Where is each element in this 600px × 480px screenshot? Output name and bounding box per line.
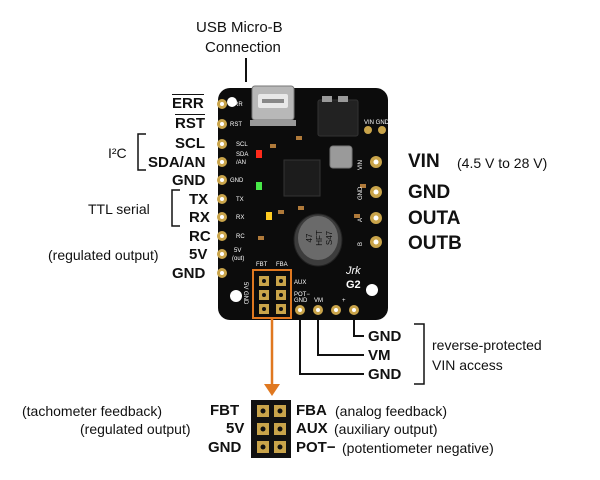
note-tachometer-feedback: (tachometer feedback) (22, 403, 163, 419)
pin-label-vin: VIN (408, 151, 440, 172)
bottom-row-pins (295, 305, 359, 315)
orange-arrow-head (264, 384, 280, 396)
capacitor: 47 HFT S47 (293, 213, 343, 267)
note-i2c: I²C (108, 145, 127, 161)
pin-label-gnd-detail: GND (208, 439, 242, 456)
silk-fba: FBA (276, 262, 288, 268)
pin-label-fba: FBA (296, 402, 327, 419)
pin-label-rst: RST (175, 114, 205, 132)
pin-label-pot: POT− (296, 439, 336, 456)
silk-gnd: GND (230, 178, 244, 184)
pin-label-scl: SCL (175, 135, 205, 152)
pin-label-err-text: ERR (172, 94, 204, 112)
cap-label-2: HFT (315, 230, 324, 246)
pin-label-tx: TX (189, 191, 209, 208)
pin-label-rc: RC (189, 228, 211, 245)
note-potentiometer-negative: (potentiometer negative) (342, 440, 494, 456)
silk-aux: AUX (294, 280, 306, 286)
mount-hole-bl (230, 290, 242, 302)
silk-5v-gnd: 5V GND (242, 282, 248, 305)
note-regulated-output-detail: (regulated output) (80, 421, 191, 437)
pin-label-aux: AUX (296, 420, 328, 437)
pin-label-err: ERR (172, 94, 204, 112)
silk-rx: RX (236, 215, 244, 221)
mount-hole-tl (227, 97, 237, 107)
pin-label-gnd-2: GND (172, 265, 206, 282)
pin-label-rx: RX (189, 209, 210, 226)
i2c-bracket (137, 133, 146, 171)
note-vin-access: VIN access (432, 357, 503, 373)
silk-err: ERR (230, 102, 243, 108)
mount-hole-br (366, 284, 378, 296)
silk-pot: POT− (294, 292, 310, 298)
silk-rst: RST (230, 122, 242, 128)
silk-tx: TX (236, 197, 244, 203)
silk-scl: SCL (236, 142, 248, 148)
cap-label-3: S47 (325, 230, 334, 245)
pin-label-gnd-bottom-a: GND (368, 328, 402, 345)
detail-header-pins (257, 405, 286, 453)
pin-label-5v: 5V (189, 246, 208, 263)
pin-label-outa: OUTA (408, 208, 461, 229)
pin-label-fbt: FBT (210, 402, 240, 419)
silk-rc: RC (236, 234, 245, 240)
mcu-chip (283, 159, 321, 197)
silk-gnd-r: GND (358, 186, 364, 200)
silk-vin: VIN (358, 160, 364, 170)
silk-a: A (358, 218, 364, 222)
bottom-callout-lines (299, 320, 364, 375)
pin-label-gnd-1: GND (172, 172, 206, 189)
silk-sda: SDA (236, 152, 248, 158)
pin-label-gnd-power: GND (408, 182, 451, 203)
silk-fbt: FBT (256, 262, 268, 268)
note-analog-feedback: (analog feedback) (335, 403, 448, 419)
silkscreen: ERR RST SCL SDA /AN GND TX RX RC 5V (out… (230, 102, 390, 305)
vin-range: (4.5 V to 28 V) (457, 155, 548, 171)
pin-label-rst-text: RST (175, 114, 205, 132)
led-green (256, 182, 262, 190)
silk-5v: 5V (234, 248, 241, 254)
silk-out: (out) (232, 256, 244, 262)
note-reverse-protected: reverse-protected (432, 337, 542, 353)
vin-access-bracket (414, 323, 425, 385)
pin-label-5v-detail: 5V (226, 420, 245, 437)
right-power-pins (364, 126, 386, 248)
smd-components (258, 136, 366, 240)
pin-label-outb: OUTB (408, 233, 462, 254)
silk-an: /AN (236, 160, 246, 166)
silk-plus: + (342, 298, 346, 304)
cap-label-1: 47 (305, 233, 314, 242)
pin-label-sda-an: SDA/AN (148, 154, 206, 171)
silk-b: B (358, 242, 364, 246)
pin-label-vm: VM (368, 347, 391, 364)
note-auxiliary-output: (auxiliary output) (334, 421, 438, 437)
inductor (329, 145, 353, 169)
led-yellow (266, 212, 272, 220)
silk-vm: VM (314, 298, 323, 304)
note-regulated-output: (regulated output) (48, 247, 159, 263)
usb-connector (250, 85, 296, 126)
note-ttl-serial: TTL serial (88, 201, 150, 217)
board-model-line1: Jrk (345, 265, 361, 277)
ttl-bracket (171, 189, 180, 227)
regulator-chip (317, 99, 359, 137)
left-header-pins (217, 99, 227, 278)
led-red (256, 150, 262, 158)
feedback-header-pins (259, 276, 286, 314)
pin-label-gnd-bottom-b: GND (368, 366, 402, 383)
usb-title-line2: Connection (205, 39, 281, 56)
silk-vin-gnd: VIN GND (364, 120, 390, 126)
board-model-line2: G2 (346, 279, 361, 291)
silk-gnd-b: GND (294, 298, 308, 304)
usb-title-line1: USB Micro-B (196, 19, 283, 36)
